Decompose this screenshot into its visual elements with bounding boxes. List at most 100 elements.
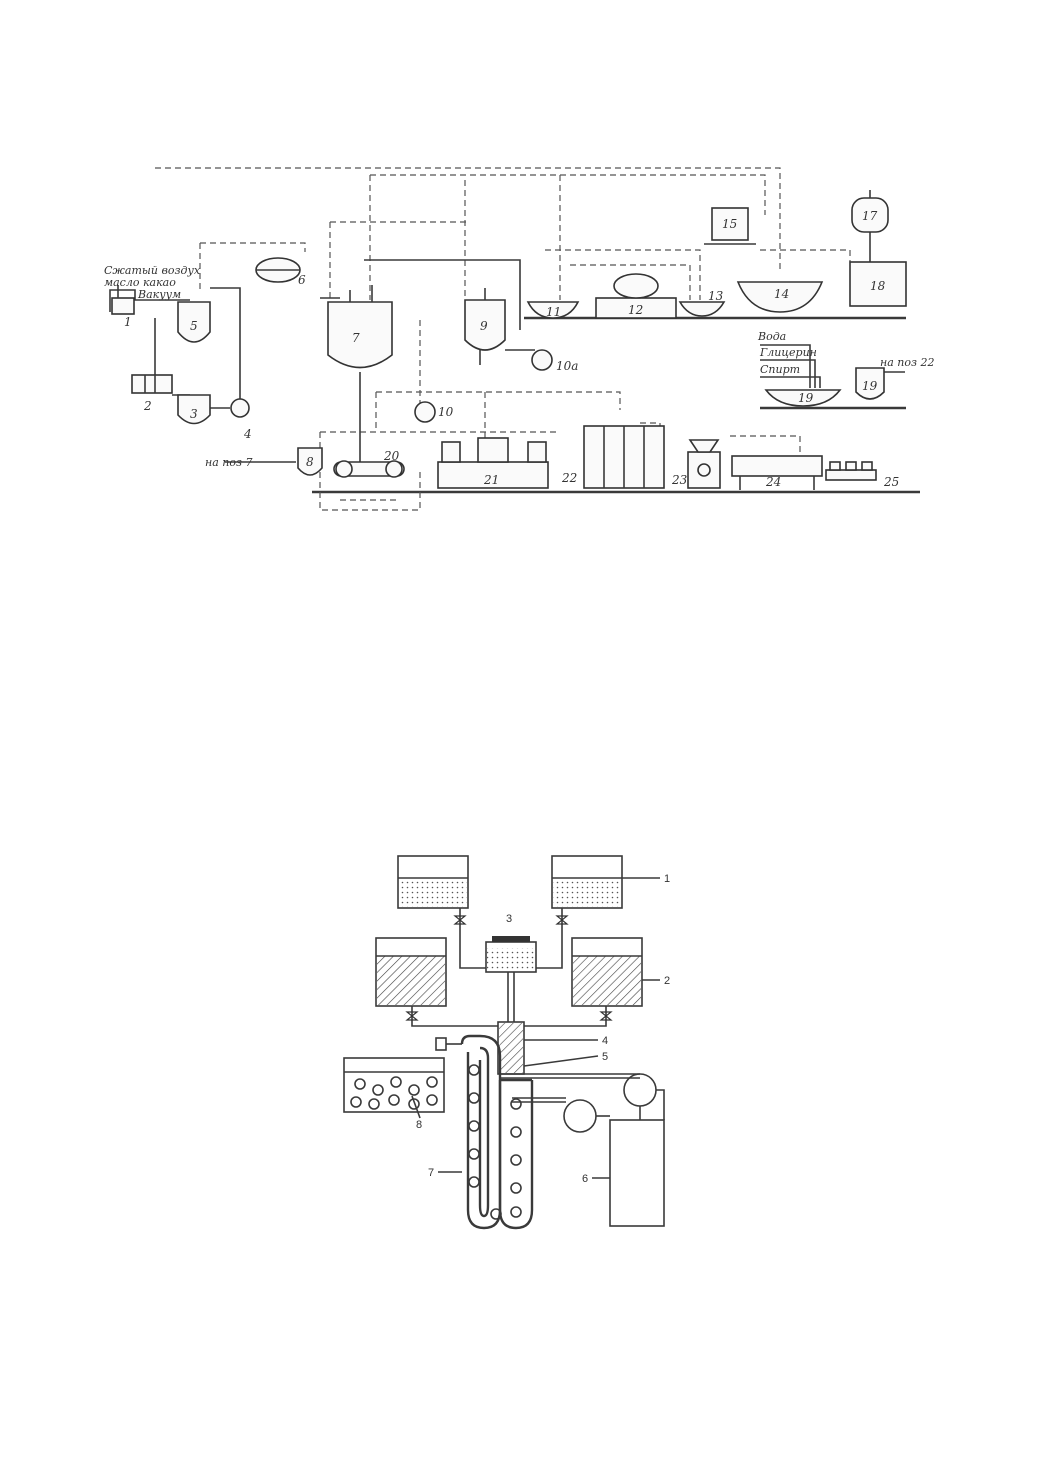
pipe-glycerin xyxy=(760,359,816,388)
mid-tank-right xyxy=(571,937,643,1007)
coolant-reservoir xyxy=(609,1119,665,1227)
to-pos22-label: на поз 22 xyxy=(880,356,935,369)
line-left-top-tank xyxy=(459,908,486,969)
label-25: 25 xyxy=(883,475,899,489)
label-19-bowl: 19 xyxy=(798,391,814,405)
valve-left-mid xyxy=(405,1011,419,1021)
label-17: 17 xyxy=(862,209,878,223)
label-b1: 1 xyxy=(664,873,670,885)
pipe-7-top xyxy=(364,259,521,330)
equipment-7-reactor xyxy=(327,285,393,369)
label-9: 9 xyxy=(480,319,488,333)
label-12: 12 xyxy=(628,303,643,317)
dashed-line-g xyxy=(200,242,306,252)
capsule-collector xyxy=(343,1057,445,1113)
equipment-11-bowl xyxy=(526,301,580,319)
label-b4: 4 xyxy=(602,1035,608,1047)
label-b3: 3 xyxy=(506,913,512,925)
label-19-vessel: 19 xyxy=(862,379,878,393)
equipment-2-melter xyxy=(131,374,173,394)
outlet-port xyxy=(435,1037,447,1051)
equipment-24-table xyxy=(731,455,823,490)
mid-tank-left xyxy=(375,937,447,1007)
label-18: 18 xyxy=(870,279,886,293)
leader-8 xyxy=(411,1095,421,1119)
pipe-2 xyxy=(154,318,165,381)
dosing-chamber xyxy=(485,936,537,973)
process-scheme-top: Сжатый воздух масло какао Вакуум Вода Гл… xyxy=(104,167,935,511)
to-pos7-label: на поз 7 xyxy=(205,456,253,469)
equipment-10a-pump xyxy=(531,349,553,371)
coolant-pump xyxy=(563,1099,597,1133)
input-water-label: Вода xyxy=(757,330,786,343)
valve-right-mid xyxy=(599,1011,613,1021)
encapsulation-scheme-bottom: 1 2 3 4 5 6 7 8 xyxy=(343,855,670,1230)
valve-left-top xyxy=(453,915,467,925)
equipment-12-mixer xyxy=(595,273,677,319)
label-b8: 8 xyxy=(416,1119,422,1131)
line-right-top-tank xyxy=(536,908,563,969)
label-5: 5 xyxy=(190,319,198,333)
line-right-mid-tank xyxy=(524,1006,607,1027)
label-b7: 7 xyxy=(428,1167,434,1179)
equipment-23-packer xyxy=(687,439,721,489)
equipment-9-reactor xyxy=(464,288,506,351)
dashed-line-m xyxy=(376,391,621,410)
label-3: 3 xyxy=(190,407,198,421)
equipment-3-tank xyxy=(177,394,211,425)
equipment-4-pump xyxy=(230,398,250,418)
equipment-21-machine xyxy=(437,437,549,489)
equipment-18-tank xyxy=(849,261,907,307)
label-4: 4 xyxy=(243,427,252,441)
label-22: 22 xyxy=(561,471,577,485)
equipment-22-cabinet xyxy=(583,425,665,489)
equipment-20-conveyor xyxy=(333,460,405,478)
dashed-header-line xyxy=(155,167,781,270)
label-23: 23 xyxy=(671,473,688,487)
equipment-5-vessel xyxy=(177,301,211,343)
label-b6: 6 xyxy=(582,1173,588,1185)
label-b2: 2 xyxy=(664,975,670,987)
cooling-column-inner xyxy=(478,1046,490,1218)
equipment-19-bowl xyxy=(764,389,842,407)
label-11: 11 xyxy=(546,305,561,319)
label-13: 13 xyxy=(708,289,724,303)
label-7: 7 xyxy=(352,331,360,345)
equipment-13-bowl xyxy=(678,301,726,317)
label-20: 20 xyxy=(383,449,400,463)
label-2: 2 xyxy=(143,399,152,413)
label-10: 10 xyxy=(438,405,454,419)
top-tank-right xyxy=(551,855,623,909)
dashed-line-i xyxy=(545,249,701,300)
input-glycerin-label: Глицерин xyxy=(759,346,817,359)
equipment-10-pump xyxy=(414,401,436,423)
label-21: 21 xyxy=(483,473,499,487)
pipe-7-20 xyxy=(340,372,361,473)
label-8: 8 xyxy=(306,455,314,469)
equipment-25-boxes xyxy=(825,461,877,481)
equipment-17-tank xyxy=(851,190,889,233)
capsules-in-column xyxy=(468,1064,522,1220)
dashed-line-s xyxy=(730,435,801,455)
label-1: 1 xyxy=(124,315,132,329)
label-b5: 5 xyxy=(602,1051,608,1063)
input-vacuum-label: Вакуум xyxy=(137,288,181,301)
label-14: 14 xyxy=(774,287,789,301)
pipe-spirit xyxy=(760,376,821,388)
exchanger-return xyxy=(656,1089,665,1120)
input-cocoa-butter-label: масло какао xyxy=(104,276,176,289)
pipe-4 xyxy=(210,287,241,400)
label-6: 6 xyxy=(298,273,306,287)
dashed-line-b xyxy=(370,174,766,215)
dashed-line-k xyxy=(760,249,851,262)
equipment-19-vessel xyxy=(855,367,885,400)
input-air-label: Сжатый воздух xyxy=(104,264,201,277)
top-tank-left xyxy=(397,855,469,909)
nozzle xyxy=(497,1021,525,1075)
valve-right-top xyxy=(555,915,569,925)
equipment-15-weigher xyxy=(704,207,756,245)
leader-5 xyxy=(523,1055,599,1067)
label-15: 15 xyxy=(722,217,737,231)
equipment-14-pan xyxy=(736,281,824,313)
